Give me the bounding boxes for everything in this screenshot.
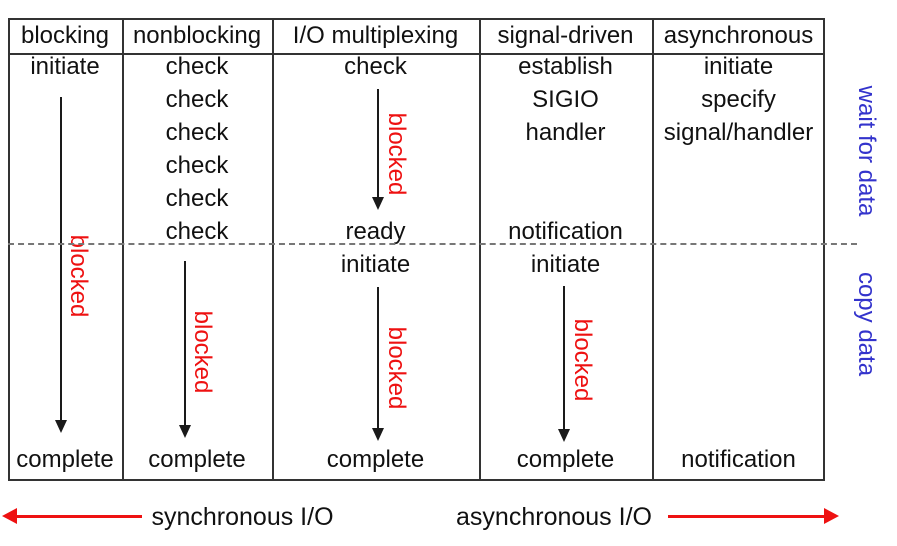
step-check: check bbox=[344, 53, 407, 80]
header-signal-driven: signal-driven bbox=[497, 22, 634, 49]
blocked-label: blocked bbox=[189, 310, 216, 394]
blocked-label: blocked bbox=[65, 234, 92, 318]
step-initiate: initiate bbox=[340, 251, 411, 278]
step-ready: ready bbox=[345, 218, 406, 245]
phase-label-copy-data: copy data bbox=[853, 271, 880, 377]
down-arrow bbox=[184, 261, 186, 425]
down-arrow-head bbox=[55, 420, 67, 433]
right-arrow-head bbox=[824, 508, 839, 524]
step-establish: establish bbox=[518, 53, 613, 80]
down-arrow-head bbox=[372, 428, 384, 441]
step-complete: complete bbox=[516, 446, 615, 473]
step-sigio: SIGIO bbox=[532, 86, 599, 113]
step-initiate: initiate bbox=[703, 53, 774, 80]
down-arrow bbox=[377, 287, 379, 428]
blocked-label: blocked bbox=[569, 318, 596, 402]
header-separator bbox=[8, 53, 825, 55]
down-arrow bbox=[563, 286, 565, 429]
column-divider bbox=[652, 18, 654, 481]
down-arrow-head bbox=[372, 197, 384, 210]
table-frame bbox=[8, 18, 825, 481]
left-arrow-head bbox=[2, 508, 17, 524]
down-arrow bbox=[377, 89, 379, 197]
step-check: check bbox=[165, 119, 229, 146]
header-blocking: blocking bbox=[20, 22, 110, 49]
column-divider bbox=[122, 18, 124, 481]
step-check: check bbox=[165, 53, 229, 80]
step-check: check bbox=[165, 86, 229, 113]
header-asynchronous: asynchronous bbox=[663, 22, 814, 49]
phase-label-wait-for-data: wait for data bbox=[853, 85, 880, 217]
step-complete: complete bbox=[326, 446, 425, 473]
right-arrow-line bbox=[668, 515, 824, 518]
down-arrow bbox=[60, 97, 62, 420]
step-handler: handler bbox=[525, 119, 606, 146]
column-divider bbox=[479, 18, 481, 481]
step-complete: complete bbox=[16, 446, 114, 473]
left-arrow-line bbox=[14, 515, 142, 518]
step-initiate: initiate bbox=[30, 53, 100, 80]
down-arrow-head bbox=[179, 425, 191, 438]
blocked-label: blocked bbox=[383, 112, 410, 196]
header-io-multiplexing: I/O multiplexing bbox=[292, 22, 459, 49]
step-check: check bbox=[165, 185, 229, 212]
step-notification: notification bbox=[508, 218, 623, 245]
asynchronous-io-label: asynchronous I/O bbox=[456, 503, 652, 531]
blocked-label: blocked bbox=[383, 326, 410, 410]
step-check: check bbox=[165, 218, 229, 245]
step-notification: notification bbox=[681, 446, 796, 473]
step-initiate: initiate bbox=[530, 251, 601, 278]
synchronous-io-label: synchronous I/O bbox=[151, 503, 334, 531]
phase-divider-dashed-line bbox=[8, 243, 857, 245]
step-check: check bbox=[165, 152, 229, 179]
header-nonblocking: nonblocking bbox=[132, 22, 262, 49]
step-specify: specify bbox=[701, 86, 776, 113]
down-arrow-head bbox=[558, 429, 570, 442]
column-divider bbox=[272, 18, 274, 481]
step-signal-handler: signal/handler bbox=[663, 119, 814, 146]
step-complete: complete bbox=[148, 446, 246, 473]
